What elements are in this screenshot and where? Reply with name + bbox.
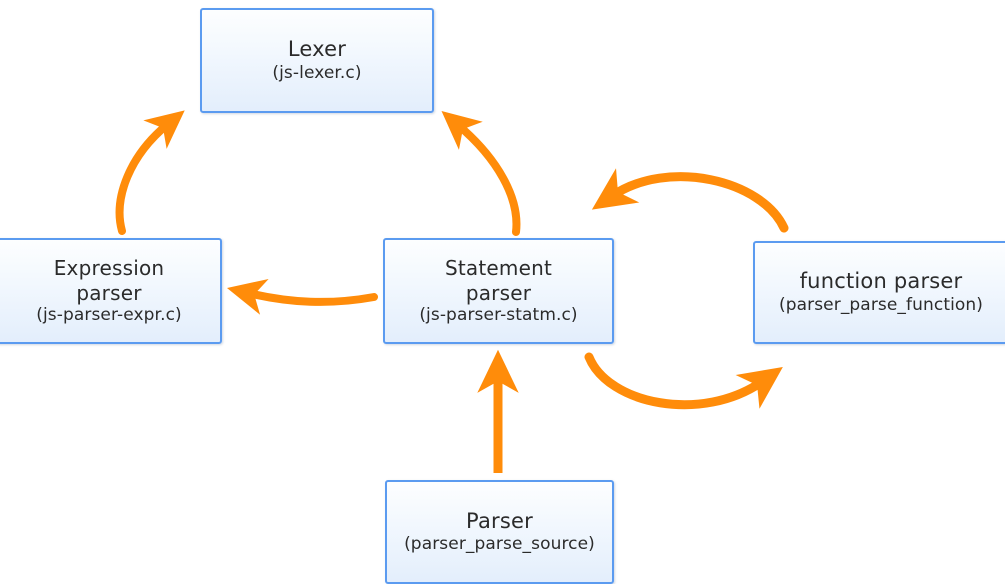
node-statement-parser-title-line1: Statement xyxy=(444,256,553,281)
node-statement-parser[interactable]: Statement parser (js-parser-statm.c) xyxy=(383,238,614,344)
node-expression-parser-title-line2: parser xyxy=(76,280,142,305)
edge-statement-to-lexer xyxy=(441,111,521,236)
edge-function-to-statement xyxy=(591,168,789,233)
edge-statement-to-function xyxy=(584,352,783,410)
node-expression-parser-subtitle: (js-parser-expr.c) xyxy=(36,305,182,326)
node-parser-title: Parser xyxy=(466,508,533,533)
edge-statement-to-expression xyxy=(226,278,378,315)
edge-expression-to-lexer xyxy=(115,110,185,235)
node-function-parser-title: function parser xyxy=(799,269,963,294)
node-expression-parser-title-line1: Expression xyxy=(53,256,165,281)
node-statement-parser-title-line2: parser xyxy=(465,280,532,305)
node-expression-parser[interactable]: Expression parser (js-parser-expr.c) xyxy=(0,238,222,344)
node-statement-parser-subtitle: (js-parser-statm.c) xyxy=(419,305,578,326)
node-function-parser-subtitle: (parser_parse_function) xyxy=(778,294,984,315)
node-lexer-subtitle: (js-lexer.c) xyxy=(272,62,362,83)
node-lexer-title: Lexer xyxy=(287,37,347,62)
node-function-parser[interactable]: function parser (parser_parse_function) xyxy=(753,241,1005,344)
node-parser[interactable]: Parser (parser_parse_source) xyxy=(385,480,614,584)
node-parser-subtitle: (parser_parse_source) xyxy=(404,534,595,555)
node-lexer[interactable]: Lexer (js-lexer.c) xyxy=(200,8,434,113)
